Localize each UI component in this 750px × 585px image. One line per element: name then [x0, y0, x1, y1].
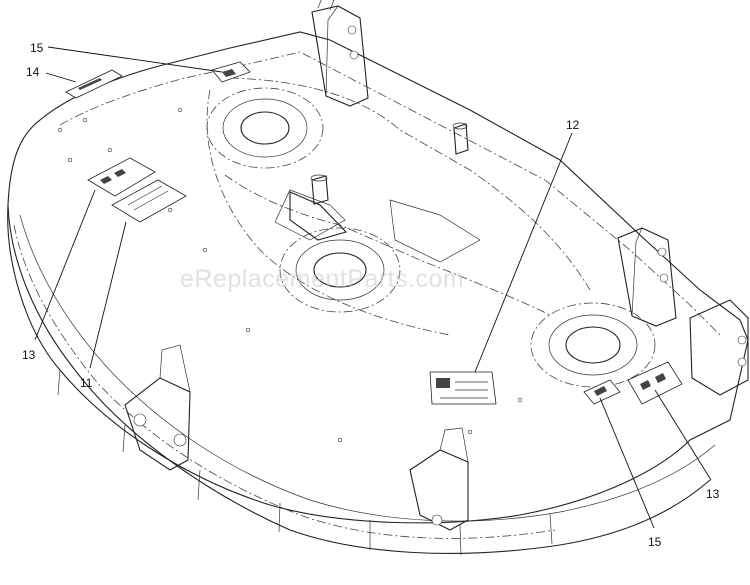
- callout-14: 14: [26, 65, 40, 79]
- leader-11: [89, 221, 127, 369]
- decal-12: [429, 371, 497, 405]
- rear-left-mount-bracket: [311, 0, 369, 107]
- front-left-lift-bracket: [124, 344, 191, 471]
- callout-11: 11: [80, 376, 93, 390]
- center-spindle-well: [279, 227, 401, 313]
- callout-15-top: 15: [30, 41, 44, 55]
- leader-14: [45, 72, 77, 83]
- callout-13-left: 13: [22, 348, 36, 362]
- decal-15-bottom: [583, 379, 621, 405]
- leader-13-right: [654, 389, 712, 481]
- leader-12: [474, 132, 573, 373]
- decal-11-warning-block: [87, 157, 187, 223]
- leader-15-bottom: [599, 397, 655, 529]
- discharge-chute-mount: [689, 299, 749, 396]
- belt-channel: [224, 77, 591, 316]
- decal-13-right: [627, 361, 683, 405]
- idler-pivot-posts: [289, 122, 469, 241]
- callout-leaders: [34, 46, 712, 529]
- leader-13-left: [34, 189, 96, 341]
- right-spindle-well: [530, 302, 656, 388]
- callout-15-bottom: 15: [648, 535, 662, 549]
- front-right-lift-bracket: [409, 427, 469, 531]
- left-spindle-well: [206, 87, 324, 169]
- leader-15-top: [47, 46, 223, 73]
- callout-13-right: 13: [706, 487, 720, 501]
- deck-holes: [57, 107, 523, 443]
- decal-15-top: [211, 61, 251, 83]
- mower-deck-housing: [7, 31, 749, 556]
- callout-12: 12: [566, 118, 580, 132]
- rear-right-mount-bracket: [617, 227, 677, 327]
- watermark-text: eReplacementParts.com: [180, 265, 464, 293]
- decal-14: [65, 69, 123, 99]
